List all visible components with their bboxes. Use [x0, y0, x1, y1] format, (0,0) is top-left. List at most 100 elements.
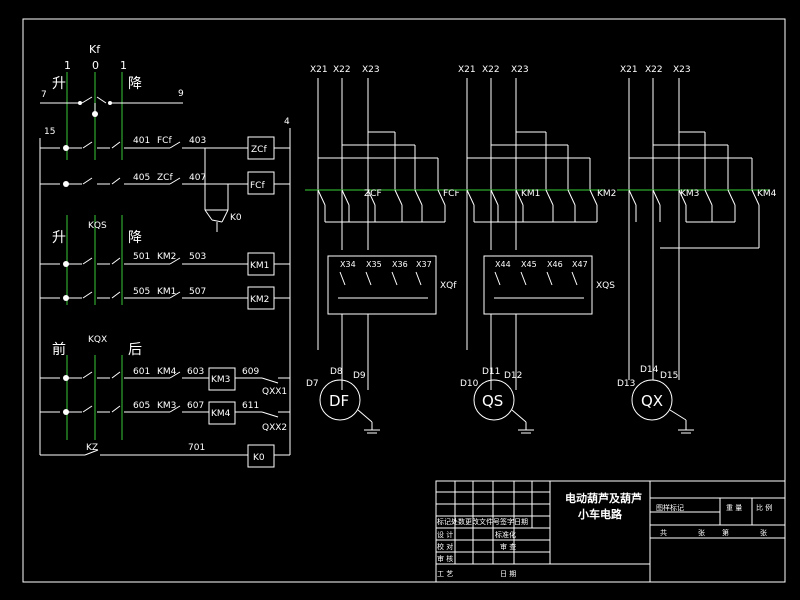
terminal-label: X22: [482, 65, 500, 75]
contact-label: KZ: [86, 443, 98, 453]
contactor-label: KM1: [521, 189, 540, 199]
title-block-field: 标准化: [495, 530, 516, 539]
terminal-label: X47: [572, 260, 588, 269]
terminal-label: D9: [353, 371, 366, 381]
title-block-field: 设 计: [437, 530, 453, 539]
limit-switch-label: QXX1: [262, 387, 287, 397]
title-block-field: 工 艺: [437, 570, 453, 578]
terminal-label: X21: [310, 65, 328, 75]
title-block: 电动葫芦及葫芦 小车电路 标记处数更改文件号签字日期 设 计 标准化 校 对 审…: [435, 480, 786, 583]
pos-label: 1: [64, 59, 71, 72]
title-block-field: 审 核: [437, 554, 453, 563]
wire-number: 407: [189, 173, 206, 183]
terminal-label: X23: [673, 65, 691, 75]
title-block-field: 重 量: [726, 504, 742, 512]
contactor-label: ZCF: [364, 189, 382, 199]
wire-number: 607: [187, 401, 204, 411]
wire-number: 611: [242, 401, 259, 411]
wire-number: 505: [133, 287, 150, 297]
node-label: 15: [44, 127, 55, 137]
coil-fcf: [247, 171, 275, 195]
coil-label: FCf: [250, 181, 265, 191]
motor-qx: [631, 379, 673, 421]
node-label: 9: [178, 89, 184, 99]
coil-label: KM4: [211, 409, 231, 419]
terminal-box-xqf: [327, 255, 437, 315]
contact-label: KM1: [157, 287, 176, 297]
terminal-label: X21: [458, 65, 476, 75]
power-group-qs: X21 X22 X23 KM1 KM2 X44 X45 X46 X47 XQS: [455, 65, 616, 434]
power-group-qx: X21 X22 X23 KM3 KM4 QX D13 D14 D15: [617, 65, 777, 434]
coil-label: KM3: [211, 375, 230, 385]
title-block-field: 第: [722, 528, 729, 537]
pos-label: 1: [120, 59, 127, 72]
node-label: 7: [41, 90, 47, 100]
title-block-field: 图样标记: [656, 503, 684, 512]
coil-km3: [208, 367, 236, 391]
title-block-field: 共: [660, 528, 667, 537]
wire-number: 601: [133, 367, 150, 377]
terminal-label: X22: [645, 65, 663, 75]
wire-number: 401: [133, 136, 150, 146]
contactor-label: KM3: [680, 189, 699, 199]
title-block-field: 比 例: [756, 503, 772, 512]
limit-switch-label: QXX2: [262, 423, 287, 433]
terminal-label: X23: [511, 65, 529, 75]
down-label: 降: [128, 230, 142, 246]
motor-qs: [473, 379, 515, 421]
terminal-label: X45: [521, 260, 537, 269]
contactor-label: KM2: [597, 189, 616, 199]
terminal-label: X37: [416, 260, 432, 269]
up-label: 升: [52, 230, 66, 246]
terminal-label: D13: [617, 379, 635, 389]
pos-label: 0: [92, 59, 99, 72]
switch-kf-label: Kf: [89, 43, 101, 56]
coil-label: KM2: [250, 295, 269, 305]
contact-label: KM2: [157, 252, 176, 262]
terminal-box-xqs: [483, 255, 593, 315]
coil-km4: [208, 401, 236, 425]
coil-label: ZCf: [251, 145, 267, 155]
back-label: 后: [128, 342, 142, 358]
wire-number: 503: [189, 252, 206, 262]
contact-label: FCf: [157, 136, 172, 146]
terminal-label: D8: [330, 367, 343, 377]
title-block-field: 张: [698, 528, 705, 537]
wire-number: 609: [242, 367, 259, 377]
switch-kqs-label: KQS: [88, 221, 107, 231]
wire-number: 507: [189, 287, 206, 297]
wire-number: 605: [133, 401, 150, 411]
motor-label: QX: [641, 392, 663, 410]
up-label: 升: [52, 76, 66, 92]
terminal-label: X44: [495, 260, 511, 269]
switch-kqx-label: KQX: [88, 335, 107, 345]
motor-label: QS: [482, 392, 503, 410]
coil-k0: [247, 444, 275, 468]
contact-label: KM4: [157, 367, 177, 377]
terminal-label: D14: [640, 365, 659, 375]
wire-number: 701: [188, 443, 205, 453]
contact-label: K0: [230, 213, 242, 223]
terminal-label: D11: [482, 367, 500, 377]
title-block-field: 校 对: [437, 542, 453, 551]
contact-label: KM3: [157, 401, 176, 411]
terminal-label: X34: [340, 260, 356, 269]
terminal-label: X23: [362, 65, 380, 75]
contactor-label: FCF: [443, 189, 460, 199]
title-block-field: 日 期: [500, 570, 516, 578]
terminal-box-label: XQS: [596, 281, 615, 291]
drawing-title: 电动葫芦及葫芦: [565, 491, 642, 505]
wire-number: 603: [187, 367, 204, 377]
terminal-label: D7: [306, 379, 319, 389]
down-label: 降: [128, 76, 142, 92]
contact-label: ZCf: [157, 173, 173, 183]
terminal-label: X36: [392, 260, 408, 269]
title-block-header: 标记处数更改文件号签字日期: [437, 517, 528, 526]
terminal-label: X22: [333, 65, 351, 75]
drawing-title: 小车电路: [577, 507, 623, 521]
drawing-frame: [22, 18, 786, 583]
motor-label: DF: [329, 392, 349, 410]
title-block-field: 审 查: [500, 542, 516, 551]
power-group-df: X21 X22 X23 ZCF FCF X34 X35 X36 X37 XQf: [305, 65, 460, 434]
